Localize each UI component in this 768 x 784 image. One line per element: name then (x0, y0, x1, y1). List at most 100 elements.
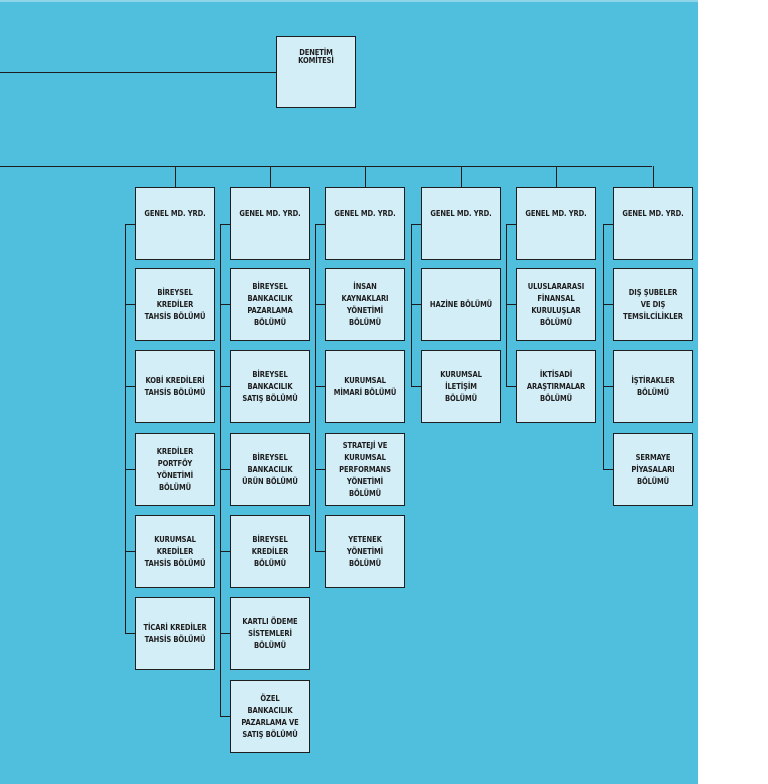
column-2-unit-5: KARTLI ÖDEME SİSTEMLERİ BÖLÜMÜ (230, 597, 310, 670)
column-6-header-branch (603, 224, 613, 225)
column-2-unit-2-branch (220, 386, 230, 387)
column-6-drop-line (653, 166, 654, 187)
column-2-unit-3-branch (220, 469, 230, 470)
column-4-header-branch (411, 224, 421, 225)
column-1-unit-4-branch (125, 551, 135, 552)
column-1-unit-1-label: BİREYSEL KREDİLER TAHSİS BÖLÜMÜ (144, 287, 206, 321)
column-3-drop-line (365, 166, 366, 187)
column-5-header-branch (506, 224, 516, 225)
column-6-header-label: GENEL MD. YRD. (622, 209, 684, 218)
column-2-unit-4-label: BİREYSEL KREDİLER BÖLÜMÜ (251, 534, 289, 568)
column-1-unit-1-branch (125, 304, 135, 305)
column-2-unit-1: BİREYSEL BANKACILIK PAZARLAMA BÖLÜMÜ (230, 268, 310, 341)
column-2-unit-6-branch (220, 716, 230, 717)
column-5-header: GENEL MD. YRD. (516, 187, 596, 260)
column-4-unit-2-branch (411, 386, 421, 387)
column-6-unit-1-label: DIŞ ŞUBELER VE DIŞ TEMSİLCİLİKLER (623, 287, 683, 321)
column-6-unit-3-label: SERMAYE PİYASALARI BÖLÜMÜ (631, 452, 675, 486)
column-2-unit-5-branch (220, 633, 230, 634)
column-1-spine (125, 224, 126, 633)
column-2-unit-3: BİREYSEL BANKACILIK ÜRÜN BÖLÜMÜ (230, 433, 310, 506)
column-2-unit-5-label: KARTLI ÖDEME SİSTEMLERİ BÖLÜMÜ (242, 616, 298, 650)
column-3-unit-2-branch (315, 386, 325, 387)
column-5-unit-2: İKTİSADİ ARAŞTIRMALAR BÖLÜMÜ (516, 350, 596, 423)
column-1-header-label: GENEL MD. YRD. (144, 209, 206, 218)
column-3-unit-4-label: YETENEK YÖNETİMİ BÖLÜMÜ (346, 534, 384, 568)
column-1-unit-3: KREDİLER PORTFÖY YÖNETİMİ BÖLÜMÜ (135, 433, 215, 506)
column-2-header: GENEL MD. YRD. (230, 187, 310, 260)
column-4-unit-2: KURUMSAL İLETİŞİM BÖLÜMÜ (421, 350, 501, 423)
column-5-unit-1-branch (506, 304, 516, 305)
column-4-header-label: GENEL MD. YRD. (430, 209, 492, 218)
column-1-header: GENEL MD. YRD. (135, 187, 215, 260)
column-3-header-label: GENEL MD. YRD. (334, 209, 396, 218)
column-5-unit-2-branch (506, 386, 516, 387)
column-1-unit-5-label: TİCARİ KREDİLER TAHSİS BÖLÜMÜ (143, 622, 207, 644)
column-3-header: GENEL MD. YRD. (325, 187, 405, 260)
column-3-unit-3-branch (315, 469, 325, 470)
column-5-drop-line (556, 166, 557, 187)
column-3-unit-4: YETENEK YÖNETİMİ BÖLÜMÜ (325, 515, 405, 588)
column-5-unit-1-label: ULUSLARARASI FİNANSAL KURULUŞLAR BÖLÜMÜ (527, 281, 585, 327)
column-1-header-branch (125, 224, 135, 225)
column-6-unit-1-branch (603, 304, 613, 305)
column-4-unit-1: HAZİNE BÖLÜMÜ (421, 268, 501, 341)
column-3-unit-2: KURUMSAL MİMARİ BÖLÜMÜ (325, 350, 405, 423)
column-4-unit-1-branch (411, 304, 421, 305)
column-2-unit-4-branch (220, 551, 230, 552)
column-1-unit-5-branch (125, 633, 135, 634)
column-1-unit-3-branch (125, 469, 135, 470)
top-border-line (0, 0, 698, 2)
column-5-spine (506, 224, 507, 386)
column-1-unit-5: TİCARİ KREDİLER TAHSİS BÖLÜMÜ (135, 597, 215, 670)
column-3-header-branch (315, 224, 325, 225)
column-2-spine (220, 224, 221, 716)
column-6-unit-2: İŞTİRAKLER BÖLÜMÜ (613, 350, 693, 423)
committee-connector (0, 72, 276, 73)
column-2-unit-6: ÖZEL BANKACILIK PAZARLAMA VE SATIŞ BÖLÜM… (230, 680, 310, 753)
column-2-unit-6-label: ÖZEL BANKACILIK PAZARLAMA VE SATIŞ BÖLÜM… (241, 693, 299, 739)
column-2-unit-4: BİREYSEL KREDİLER BÖLÜMÜ (230, 515, 310, 588)
column-1-unit-4-label: KURUMSAL KREDİLER TAHSİS BÖLÜMÜ (144, 534, 206, 568)
column-6-unit-2-branch (603, 386, 613, 387)
column-2-unit-2-label: BİREYSEL BANKACILIK SATIŞ BÖLÜMÜ (242, 369, 298, 403)
column-4-spine (411, 224, 412, 386)
column-2-drop-line (270, 166, 271, 187)
column-1-unit-2: KOBİ KREDİLERİ TAHSİS BÖLÜMÜ (135, 350, 215, 423)
column-6-unit-3: SERMAYE PİYASALARI BÖLÜMÜ (613, 433, 693, 506)
column-1-unit-1: BİREYSEL KREDİLER TAHSİS BÖLÜMÜ (135, 268, 215, 341)
column-4-unit-1-label: HAZİNE BÖLÜMÜ (429, 299, 493, 309)
column-2-unit-1-label: BİREYSEL BANKACILIK PAZARLAMA BÖLÜMÜ (247, 281, 293, 327)
column-2-unit-2: BİREYSEL BANKACILIK SATIŞ BÖLÜMÜ (230, 350, 310, 423)
main-horizontal-connector (0, 166, 652, 167)
column-4-unit-2-label: KURUMSAL İLETİŞİM BÖLÜMÜ (440, 369, 482, 403)
column-3-unit-1-label: İNSAN KAYNAKLARI YÖNETİMİ BÖLÜMÜ (341, 281, 389, 327)
column-6-unit-1: DIŞ ŞUBELER VE DIŞ TEMSİLCİLİKLER (613, 268, 693, 341)
column-3-unit-1-branch (315, 304, 325, 305)
column-2-unit-1-branch (220, 304, 230, 305)
column-1-unit-2-branch (125, 386, 135, 387)
column-6-unit-3-branch (603, 469, 613, 470)
column-4-drop-line (461, 166, 462, 187)
column-4-header: GENEL MD. YRD. (421, 187, 501, 260)
column-1-drop-line (175, 166, 176, 187)
committee-box-label: DENETİM KOMİTESİ (298, 48, 334, 65)
column-3-unit-3-label: STRATEJİ VE KURUMSAL PERFORMANS YÖNETİMİ… (339, 440, 391, 498)
column-1-unit-4: KURUMSAL KREDİLER TAHSİS BÖLÜMÜ (135, 515, 215, 588)
column-3-spine (315, 224, 316, 551)
column-2-header-label: GENEL MD. YRD. (239, 209, 301, 218)
column-1-unit-3-label: KREDİLER PORTFÖY YÖNETİMİ BÖLÜMÜ (156, 446, 194, 492)
column-5-unit-2-label: İKTİSADİ ARAŞTIRMALAR BÖLÜMÜ (526, 369, 586, 403)
column-2-header-branch (220, 224, 230, 225)
org-chart-canvas: DENETİM KOMİTESİ GENEL MD. YRD. BİREYSEL K… (0, 0, 698, 784)
column-6-spine (603, 224, 604, 469)
column-3-unit-1: İNSAN KAYNAKLARI YÖNETİMİ BÖLÜMÜ (325, 268, 405, 341)
column-6-unit-2-label: İŞTİRAKLER BÖLÜMÜ (631, 375, 675, 397)
column-3-unit-2-label: KURUMSAL MİMARİ BÖLÜMÜ (333, 375, 397, 397)
column-2-unit-3-label: BİREYSEL BANKACILIK ÜRÜN BÖLÜMÜ (242, 452, 298, 486)
committee-box: DENETİM KOMİTESİ (276, 36, 356, 108)
column-6-header: GENEL MD. YRD. (613, 187, 693, 260)
column-5-header-label: GENEL MD. YRD. (525, 209, 587, 218)
column-3-unit-3: STRATEJİ VE KURUMSAL PERFORMANS YÖNETİMİ… (325, 433, 405, 506)
column-3-unit-4-branch (315, 551, 325, 552)
